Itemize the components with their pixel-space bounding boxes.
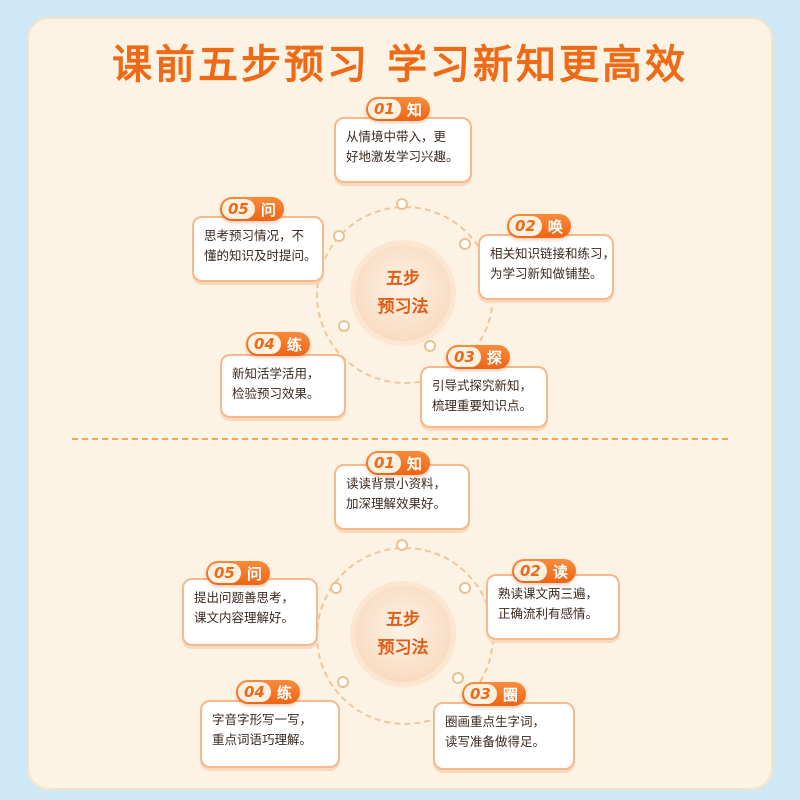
step-tag-04: 04 练 bbox=[236, 680, 300, 704]
step-keyword: 圈 bbox=[502, 685, 518, 704]
step-text-line: 加深理解效果好。 bbox=[346, 496, 447, 511]
step-card-05: 思考预习情况，不 懂的知识及时提问。 bbox=[192, 216, 324, 282]
step-tag-02: 02 唤 bbox=[507, 214, 571, 238]
step-number: 01 bbox=[368, 99, 401, 119]
step-keyword: 知 bbox=[406, 454, 422, 473]
step-text-line: 思考预习情况，不 bbox=[204, 228, 305, 243]
step-text-line: 提出问题善思考， bbox=[194, 590, 295, 605]
step-text-line: 圈画重点生字词， bbox=[445, 714, 546, 729]
section-divider bbox=[72, 438, 728, 440]
step-card-01: 从情境中带入，更 好地激发学习兴趣。 bbox=[334, 117, 472, 183]
step-text-line: 从情境中带入，更 bbox=[346, 129, 447, 144]
step-card-05: 提出问题善思考， 课文内容理解好。 bbox=[182, 578, 318, 646]
center-line-2: 预习法 bbox=[377, 638, 429, 658]
step-number: 03 bbox=[464, 684, 497, 704]
step-card-03: 圈画重点生字词， 读写准备做得足。 bbox=[433, 702, 575, 770]
step-number: 05 bbox=[208, 563, 241, 583]
step-text-line: 引导式探究新知， bbox=[432, 378, 533, 393]
ring-dot bbox=[424, 340, 436, 352]
step-card-02: 熟读课文两三遍， 正确流利有感情。 bbox=[486, 574, 620, 640]
step-keyword: 知 bbox=[406, 100, 422, 119]
ring-dot bbox=[459, 582, 471, 594]
step-number: 05 bbox=[222, 199, 255, 219]
ring-dot bbox=[459, 238, 471, 250]
step-tag-05: 05 问 bbox=[220, 197, 284, 221]
center-badge: 五步 预习法 bbox=[355, 586, 451, 682]
step-text-line: 梳理重要知识点。 bbox=[432, 398, 533, 413]
step-tag-02: 02 读 bbox=[512, 559, 576, 583]
step-keyword: 探 bbox=[486, 348, 502, 367]
step-text-line: 新知活学活用， bbox=[232, 366, 320, 381]
ring-dot bbox=[330, 582, 342, 594]
step-keyword: 唤 bbox=[547, 217, 563, 236]
step-text-line: 字音字形写一写， bbox=[212, 712, 313, 727]
center-badge: 五步 预习法 bbox=[355, 245, 451, 341]
step-tag-03: 03 探 bbox=[446, 345, 510, 369]
ring-dot bbox=[396, 198, 408, 210]
step-card-02: 相关知识链接和练习， 为学习新知做铺垫。 bbox=[478, 234, 616, 300]
step-tag-04: 04 练 bbox=[246, 332, 310, 356]
page-title: 课前五步预习 学习新知更高效 bbox=[112, 42, 688, 88]
center-line-1: 五步 bbox=[386, 269, 420, 289]
step-keyword: 练 bbox=[276, 683, 292, 702]
step-text-line: 相关知识链接和练习， bbox=[490, 246, 616, 261]
step-text-line: 读读背景小资料， bbox=[346, 476, 447, 491]
center-line-1: 五步 bbox=[386, 610, 420, 630]
ring-dot bbox=[337, 676, 349, 688]
step-number: 02 bbox=[509, 216, 542, 236]
step-card-03: 引导式探究新知， 梳理重要知识点。 bbox=[420, 366, 548, 428]
step-text-line: 正确流利有感情。 bbox=[498, 606, 599, 621]
step-keyword: 读 bbox=[552, 562, 568, 581]
step-keyword: 问 bbox=[260, 200, 276, 219]
step-text-line: 好地激发学习兴趣。 bbox=[346, 149, 459, 164]
step-number: 03 bbox=[448, 347, 481, 367]
step-tag-01: 01 知 bbox=[366, 451, 430, 475]
step-keyword: 问 bbox=[246, 564, 262, 583]
step-tag-03: 03 圈 bbox=[462, 682, 526, 706]
step-tag-01: 01 知 bbox=[366, 97, 430, 121]
ring-dot bbox=[396, 539, 408, 551]
ring-dot bbox=[452, 672, 464, 684]
step-number: 04 bbox=[238, 682, 271, 702]
step-tag-05: 05 问 bbox=[206, 561, 270, 585]
step-card-04: 字音字形写一写， 重点词语巧理解。 bbox=[200, 700, 340, 768]
step-text-line: 课文内容理解好。 bbox=[194, 610, 295, 625]
step-text-line: 懂的知识及时提问。 bbox=[204, 248, 317, 263]
step-text-line: 检验预习效果。 bbox=[232, 386, 320, 401]
step-number: 01 bbox=[368, 453, 401, 473]
step-card-04: 新知活学活用， 检验预习效果。 bbox=[220, 354, 346, 418]
step-card-01: 读读背景小资料， 加深理解效果好。 bbox=[334, 464, 470, 530]
center-line-2: 预习法 bbox=[377, 297, 429, 317]
step-text-line: 熟读课文两三遍， bbox=[498, 586, 599, 601]
ring-dot bbox=[333, 230, 345, 242]
step-text-line: 读写准备做得足。 bbox=[445, 734, 546, 749]
step-number: 02 bbox=[514, 561, 547, 581]
ring-dot bbox=[338, 320, 350, 332]
step-keyword: 练 bbox=[286, 335, 302, 354]
step-number: 04 bbox=[248, 334, 281, 354]
step-text-line: 为学习新知做铺垫。 bbox=[490, 266, 603, 281]
step-text-line: 重点词语巧理解。 bbox=[212, 732, 313, 747]
